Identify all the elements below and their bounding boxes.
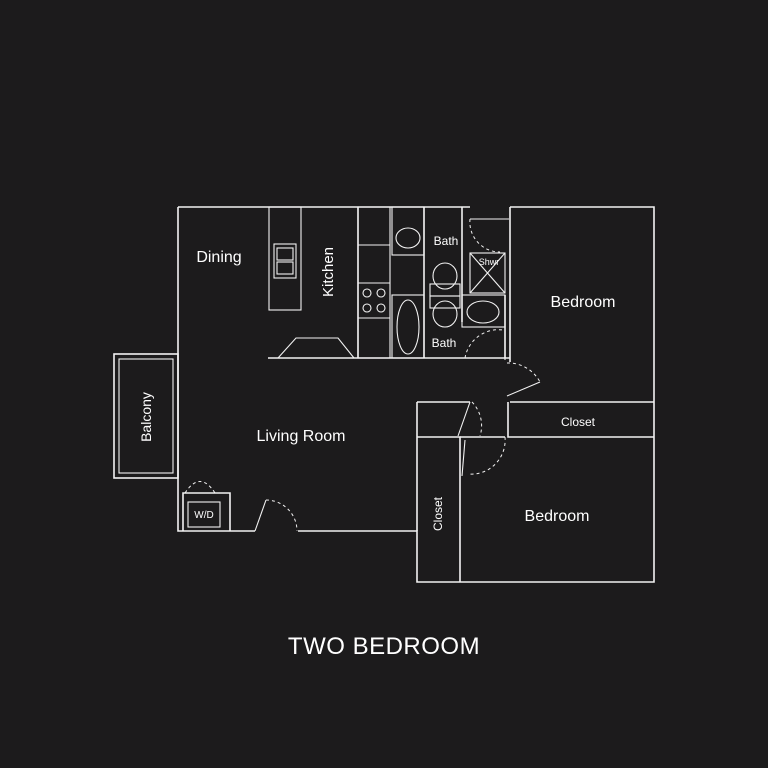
kitchen-counter-peninsula: [276, 337, 356, 359]
room-label-closet-left: Closet: [431, 496, 445, 531]
plan-title: TWO BEDROOM: [287, 633, 481, 660]
room-label-bedroom-bottom: Bedroom: [525, 508, 590, 525]
bath-fixtures: [391, 206, 506, 359]
room-label-bath-top: Bath: [434, 234, 459, 248]
room-label-living: Living Room: [257, 428, 346, 445]
door-swings: [184, 218, 541, 532]
room-label-dining: Dining: [196, 249, 241, 266]
room-label-shower: Shwr: [479, 257, 500, 267]
interior-walls: [268, 207, 654, 582]
room-label-balcony: Balcony: [138, 392, 154, 442]
balcony: [113, 353, 179, 479]
kitchen-island: [268, 206, 302, 311]
room-label-kitchen: Kitchen: [320, 247, 337, 297]
room-labels: Dining Kitchen Bath Bath Shwr Bedroom Cl…: [138, 234, 615, 531]
room-label-bath-bottom: Bath: [432, 336, 457, 350]
room-label-bedroom-top: Bedroom: [551, 294, 616, 311]
room-label-washer-dryer: W/D: [194, 510, 213, 521]
washer-dryer-closet: [182, 492, 231, 531]
room-label-closet-right: Closet: [561, 415, 596, 429]
outer-walls: [177, 206, 655, 583]
kitchen-counters: [357, 206, 391, 359]
